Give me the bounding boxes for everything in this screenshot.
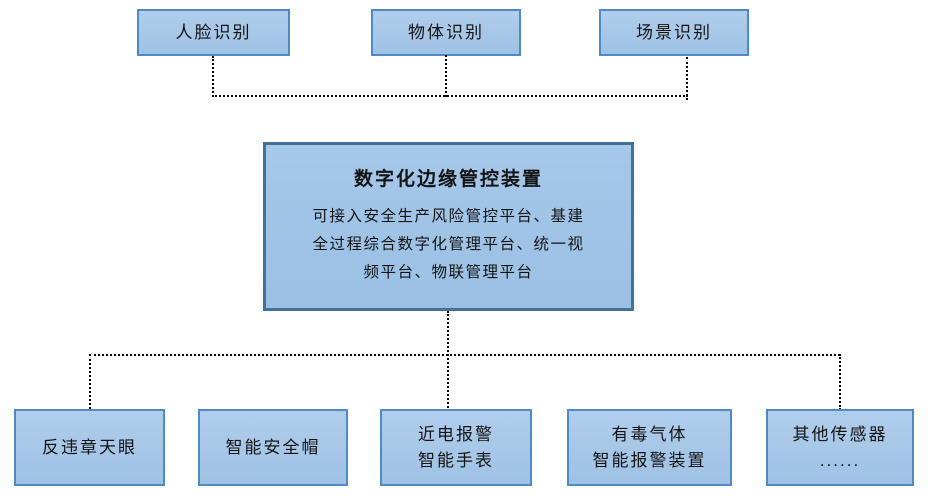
node-scene-recognition: 场景识别 <box>599 9 749 56</box>
node-object-recognition: 物体识别 <box>371 9 521 56</box>
center-node-description: 可接入安全生产风险管控平台、基建 全过程综合数字化管理平台、统一视 频平台、物联… <box>312 208 585 281</box>
node-edge-control-device: 数字化边缘管控装置 可接入安全生产风险管控平台、基建 全过程综合数字化管理平台、… <box>263 142 634 311</box>
connector-bottom-horizontal <box>89 354 840 356</box>
connector-top-vertical-middle <box>445 55 447 97</box>
node-proximity-alarm-smartwatch: 近电报警 智能手表 <box>380 409 532 486</box>
node-smart-helmet: 智能安全帽 <box>198 409 348 486</box>
node-toxic-gas-alarm-device: 有毒气体 智能报警装置 <box>567 409 732 486</box>
connector-top-vertical-left <box>212 56 214 97</box>
node-other-sensors: 其他传感器 ...... <box>766 409 914 486</box>
connector-center-vertical <box>447 311 449 408</box>
center-node-title: 数字化边缘管控装置 <box>353 169 543 190</box>
connector-bottom-vertical-left <box>89 354 91 409</box>
connector-top-vertical-right <box>686 57 688 100</box>
node-anti-violation-skyeye: 反违章天眼 <box>14 409 165 486</box>
node-face-recognition: 人脸识别 <box>137 9 290 56</box>
connector-bottom-vertical-right <box>839 354 841 410</box>
connector-top-horizontal <box>212 95 688 97</box>
